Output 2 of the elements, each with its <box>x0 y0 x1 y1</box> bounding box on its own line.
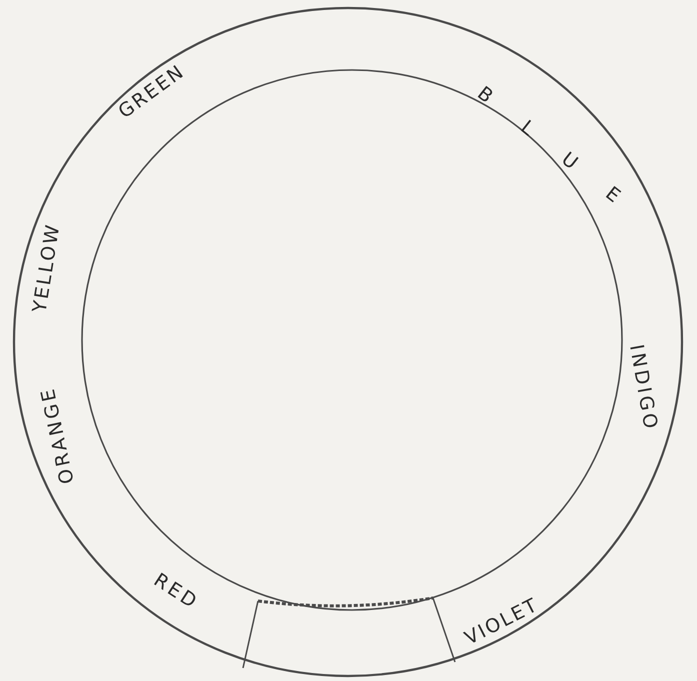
color-name: YELLOW <box>30 222 64 314</box>
color-name: INDIGO <box>626 343 660 433</box>
